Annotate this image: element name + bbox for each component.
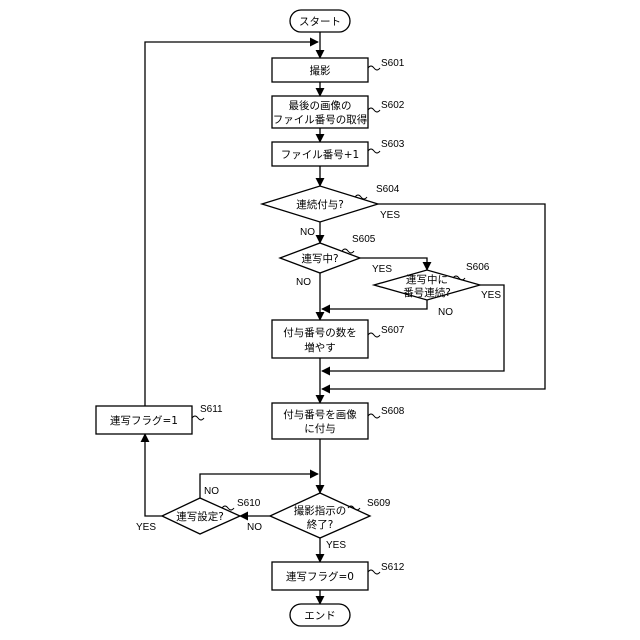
svg-text:付与番号の数を: 付与番号の数を (283, 326, 357, 339)
branch-no-s609: NO (247, 522, 262, 533)
node-s602: 最後の画像の ファイル番号の取得 (272, 96, 368, 128)
step-label-s606: S606 (466, 262, 490, 273)
branch-yes-s609: YES (326, 540, 346, 551)
svg-text:連写設定?: 連写設定? (176, 510, 224, 523)
node-s609: 撮影指示の 終了? (270, 493, 370, 538)
node-s607: 付与番号の数を 増やす (272, 320, 368, 358)
branch-no-s606: NO (438, 307, 453, 318)
node-s611: 連写フラグ=1 (96, 406, 192, 434)
step-label-s608: S608 (381, 406, 405, 417)
node-s610: 連写設定? (162, 498, 240, 534)
svg-text:連写中?: 連写中? (301, 252, 338, 265)
svg-text:番号連続?: 番号連続? (403, 286, 451, 299)
svg-text:終了?: 終了? (307, 518, 334, 531)
branch-no-s604: NO (300, 227, 315, 238)
step-label-s603: S603 (381, 139, 405, 150)
step-label-s602: S602 (381, 100, 405, 111)
node-start: スタート (290, 10, 350, 32)
step-label-s610: S610 (237, 498, 261, 509)
svg-text:撮影指示の: 撮影指示の (294, 504, 347, 517)
step-label-s607: S607 (381, 325, 405, 336)
node-s612: 連写フラグ=0 (272, 562, 368, 590)
svg-text:に付与: に付与 (304, 422, 336, 435)
svg-text:連続付与?: 連続付与? (296, 198, 344, 211)
branch-yes-s605: YES (372, 264, 392, 275)
svg-text:連写中に: 連写中に (406, 273, 448, 286)
svg-text:連写フラグ=0: 連写フラグ=0 (286, 570, 354, 583)
step-label-s611: S611 (200, 404, 223, 415)
branch-yes-s610: YES (136, 522, 156, 533)
branch-yes-s604: YES (380, 210, 400, 221)
step-label-s609: S609 (367, 498, 391, 509)
node-end: エンド (290, 604, 350, 626)
step-label-s601: S601 (381, 58, 405, 69)
svg-text:ファイル番号の取得: ファイル番号の取得 (273, 114, 368, 126)
svg-text:ファイル番号+1: ファイル番号+1 (281, 149, 359, 161)
branch-no-s605: NO (296, 277, 311, 288)
node-s608: 付与番号を画像 に付与 (272, 403, 368, 439)
svg-text:スタート: スタート (299, 16, 341, 28)
branch-no-s610: NO (204, 486, 219, 497)
svg-text:撮影: 撮影 (310, 64, 331, 77)
svg-text:エンド: エンド (304, 610, 336, 622)
node-s601: 撮影 (272, 58, 368, 82)
svg-text:最後の画像の: 最後の画像の (289, 99, 352, 112)
node-s605: 連写中? (280, 243, 360, 273)
step-label-s612: S612 (381, 562, 405, 573)
branch-yes-s606: YES (481, 290, 501, 301)
step-label-s604: S604 (376, 184, 400, 195)
node-s603: ファイル番号+1 (272, 142, 368, 166)
svg-text:付与番号を画像: 付与番号を画像 (283, 408, 357, 421)
svg-text:増やす: 増やす (304, 341, 336, 354)
step-label-s605: S605 (352, 234, 376, 245)
svg-text:連写フラグ=1: 連写フラグ=1 (110, 414, 178, 427)
node-s604: 連続付与? (262, 186, 378, 222)
